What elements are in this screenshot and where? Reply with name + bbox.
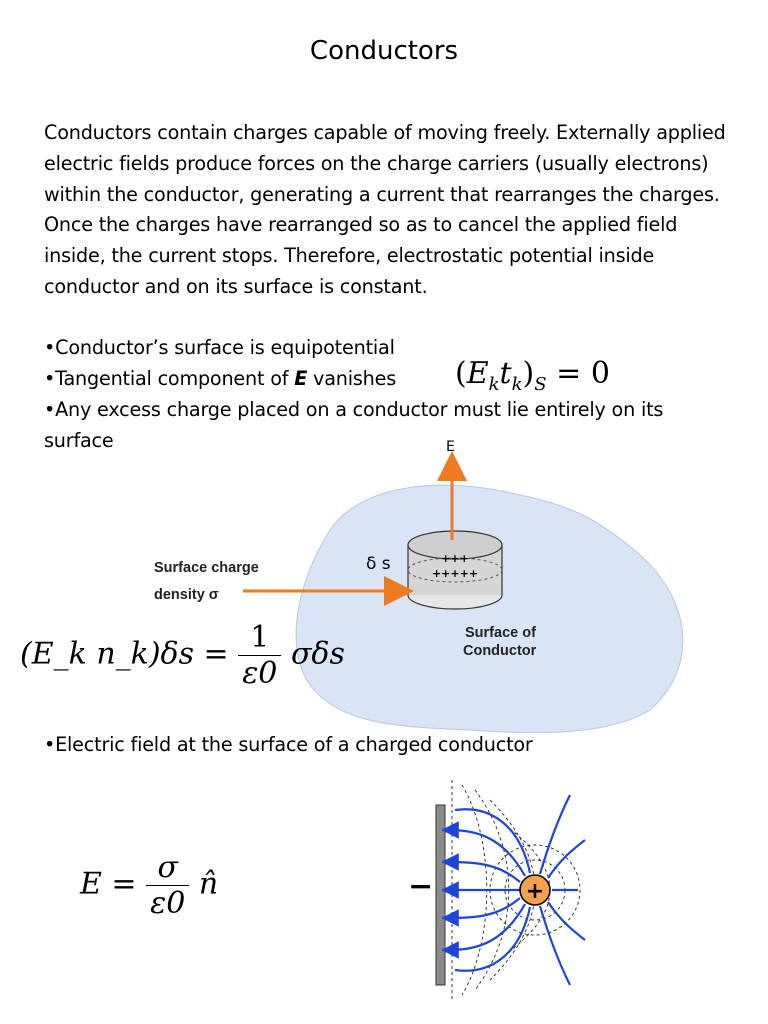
- minus-sign: −: [408, 869, 433, 904]
- bullet-excess-line2: surface: [44, 428, 114, 452]
- plus-row-2: +++++: [432, 567, 478, 580]
- intro-paragraph: Conductors contain charges capable of mo…: [44, 121, 726, 298]
- field-rhs: n̂: [198, 866, 219, 902]
- e-arrow-label: E: [446, 439, 455, 455]
- flux-equation: (E_k n_k)δs = 1 ε0 σδs: [20, 620, 345, 691]
- conducting-plate: [435, 804, 446, 986]
- charge-plate-diagram: − +: [408, 780, 586, 1000]
- pillbox-diagram: +++ +++++ E δ s Surface charge density σ…: [154, 439, 684, 734]
- field-fraction: σ ε0: [146, 850, 190, 921]
- positive-charge: [519, 874, 551, 906]
- bullet-tangential-post: vanishes: [307, 367, 397, 390]
- density-label-line1: Surface charge: [154, 560, 259, 576]
- surface-label-line1: Surface of: [465, 625, 536, 641]
- bullet-tangential-e: E: [294, 367, 308, 390]
- conductor-blob: [295, 484, 684, 734]
- flux-lhs: (E_k n_k)δs =: [20, 636, 229, 672]
- bullet-equipotential: •Conductor’s surface is equipotential: [44, 336, 395, 359]
- bullet-tangential-pre: •Tangential component of: [44, 367, 295, 390]
- surface-label-line2: Conductor: [463, 643, 537, 659]
- flux-rhs: σδs: [290, 636, 345, 672]
- flux-fraction: 1 ε0: [238, 620, 282, 691]
- plus-row-1: +++: [441, 552, 469, 565]
- field-lines: [441, 794, 586, 986]
- tangent-equation: (Ektk)S = 0: [455, 356, 610, 395]
- density-label-line2: density σ: [154, 587, 219, 603]
- bullet-excess-line1: •Any excess charge placed on a conductor…: [44, 398, 664, 421]
- bullet-tangential: •Tangential component of E vanishes: [44, 364, 744, 395]
- bullet-excess-charge: •Any excess charge placed on a conductor…: [44, 395, 744, 457]
- pillbox-top-ellipse: [407, 530, 503, 560]
- ds-label: δ s: [366, 554, 391, 574]
- field-numerator: σ: [146, 850, 190, 886]
- field-lhs: E =: [80, 866, 137, 902]
- flux-denominator: ε0: [242, 656, 278, 691]
- bullet-surface-field: •Electric field at the surface of a char…: [44, 733, 533, 756]
- plus-sign: +: [526, 879, 544, 904]
- field-equation: E = σ ε0 n̂: [80, 850, 218, 921]
- page-title: Conductors: [309, 36, 459, 66]
- flux-numerator: 1: [238, 620, 282, 656]
- field-denominator: ε0: [150, 886, 186, 921]
